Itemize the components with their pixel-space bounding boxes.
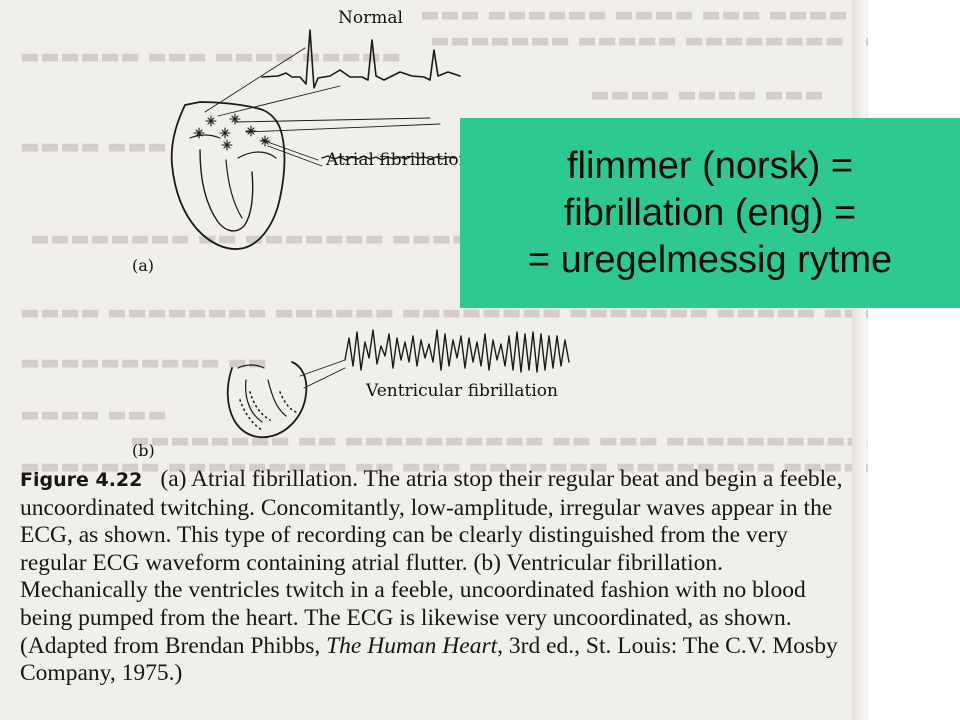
ventricular-fibrillation-trace: [344, 329, 570, 373]
callout-line-2: fibrillation (eng) =: [563, 191, 857, 234]
caption-text-end: , 3rd ed., St. Louis: The C.V. Mosby Com…: [20, 632, 838, 687]
label-normal: Normal: [338, 8, 403, 28]
caption-book-title: The Human Heart: [326, 632, 498, 659]
label-ventricular-fibrillation: Ventricular fibrillation: [366, 381, 558, 401]
atrial-fibrillation-trace: [321, 155, 456, 161]
translation-callout: flimmer (norsk) = fibrillation (eng) = =…: [460, 118, 960, 308]
page-edge-shadow: [852, 0, 866, 720]
scanned-page: ▬▬▬ ▬▬▬▬▬▬ ▬▬▬▬ ▬▬▬ ▬▬▬▬ ▬▬▬▬▬▬▬ ▬▬▬▬▬ ▬…: [0, 0, 868, 720]
label-panel-a: (a): [132, 256, 155, 275]
figure-number: Figure 4.22: [20, 469, 143, 491]
ecg-illustration: [170, 29, 570, 439]
callout-line-3: = uregelmessig rytme: [527, 238, 893, 281]
figure-caption: Figure 4.22(a) Atrial fibrillation. The …: [20, 466, 850, 688]
label-atrial-fibrillation: Atrial fibrillation: [326, 150, 470, 170]
callout-line-1: flimmer (norsk) =: [566, 144, 854, 187]
label-panel-b: (b): [132, 441, 155, 460]
heart-diagram-b: [226, 361, 308, 439]
caption-text: (a) Atrial fibrillation. The atria stop …: [20, 466, 843, 659]
normal-ecg-trace: [261, 29, 461, 89]
heart-diagram-a: [170, 101, 286, 250]
